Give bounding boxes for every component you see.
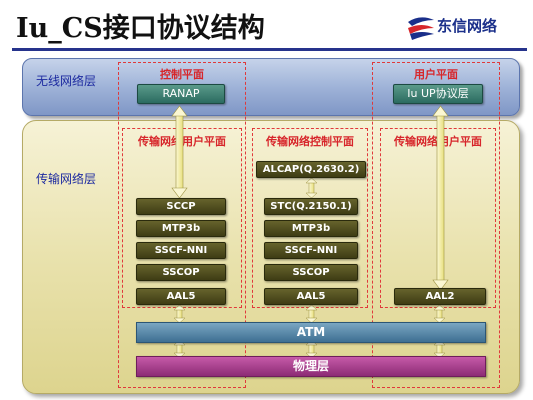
user-plane-label: 用户平面 xyxy=(414,68,458,81)
company-logo xyxy=(408,17,434,40)
iu-up-block: Iu UP协议层 xyxy=(393,84,483,104)
physical-layer: 物理层 xyxy=(136,356,486,377)
user-plane-box xyxy=(372,62,500,388)
logo-text: 东信网络 xyxy=(437,17,498,35)
alcap-stc-arrow xyxy=(305,177,318,199)
control-plane-label: 控制平面 xyxy=(160,68,204,81)
aal5-atm-arrow-middle xyxy=(305,304,318,324)
left-stack-layer: SSCOP xyxy=(136,264,226,281)
wireless-layer-label: 无线网络层 xyxy=(36,74,97,88)
transport-layer-label: 传输网络层 xyxy=(36,172,97,186)
middle-stack-layer: SSCOP xyxy=(264,264,358,281)
left-stack-layer: SSCF-NNI xyxy=(136,242,226,259)
left-stack-layer: AAL5 xyxy=(136,288,226,305)
middle-stack-layer: MTP3b xyxy=(264,220,358,237)
aal5-atm-arrow-left xyxy=(173,304,186,324)
control-plane-box xyxy=(118,62,246,388)
alcap-block: ALCAP(Q.2630.2) xyxy=(256,161,366,178)
middle-stack-layer: STC(Q.2150.1) xyxy=(264,198,358,215)
page-title: Iu_CS接口协议结构 xyxy=(16,13,265,44)
atm-physical-arrow-right xyxy=(433,339,446,359)
aal2-atm-arrow xyxy=(433,304,446,324)
left-stack-layer: SCCP xyxy=(136,198,226,215)
iuup-aal2-arrow xyxy=(432,105,449,291)
ranap-block: RANAP xyxy=(137,84,225,104)
aal2-block: AAL2 xyxy=(394,288,486,305)
ranap-sccp-arrow xyxy=(171,105,188,199)
title-divider xyxy=(12,48,527,51)
middle-stack-layer: SSCF-NNI xyxy=(264,242,358,259)
middle-stack-layer: AAL5 xyxy=(264,288,358,305)
left-stack-layer: MTP3b xyxy=(136,220,226,237)
tn-control-plane-label: 传输网络控制平面 xyxy=(266,135,354,148)
atm-layer: ATM xyxy=(136,322,486,343)
